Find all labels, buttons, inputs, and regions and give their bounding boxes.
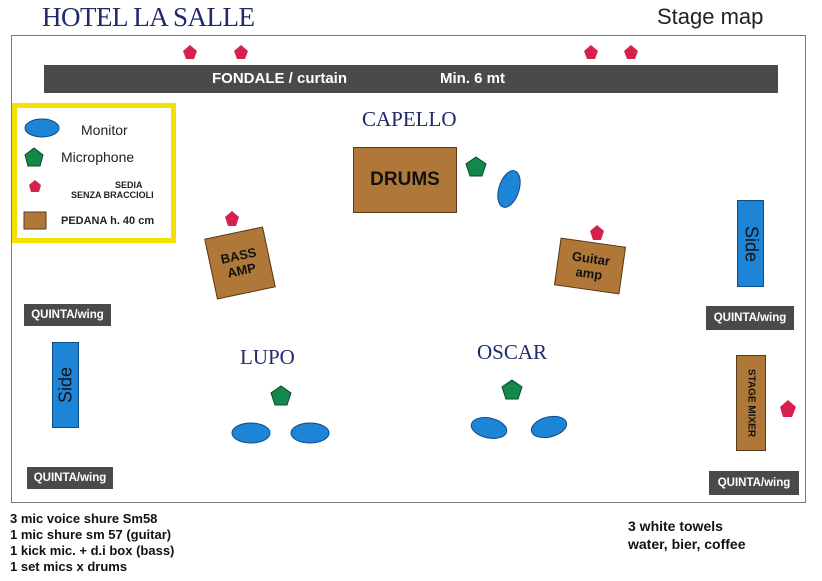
monitor-icon	[470, 417, 508, 439]
wing-right-upper: QUINTA/wing	[706, 306, 794, 330]
microphone-icon	[501, 379, 523, 400]
hotel-title: HOTEL LA SALLE	[42, 2, 255, 32]
equipment-notes: 3 mic voice shure Sm58 1 mic shure sm 57…	[10, 511, 174, 575]
side-right: Side	[737, 200, 764, 287]
legend-platform-icon	[23, 211, 47, 230]
chair-icon	[183, 45, 197, 59]
note-line: water, bier, coffee	[628, 536, 746, 552]
note-line: 1 set mics x drums	[10, 559, 128, 574]
legend-microphone-icon	[24, 147, 44, 167]
curtain-bar: FONDALE / curtain Min. 6 mt	[44, 65, 778, 93]
monitor-icon	[497, 170, 521, 208]
curtain-label: FONDALE / curtain	[212, 70, 348, 87]
chair-icon	[225, 211, 239, 226]
microphone-icon	[465, 156, 487, 177]
musician-oscar: OSCAR	[477, 340, 548, 364]
side-left: Side	[52, 342, 79, 428]
legend-chair-label-1: SEDIA	[115, 180, 143, 190]
monitor-icon	[290, 422, 330, 444]
legend-platform-label: PEDANA h. 40 cm	[61, 215, 155, 227]
musician-capello: CAPELLO	[362, 107, 457, 131]
note-line: 3 mic voice shure Sm58	[10, 511, 158, 526]
note-line: 3 white towels	[628, 518, 723, 534]
chair-icon	[584, 45, 598, 59]
stage-map-title: Stage map	[657, 4, 764, 29]
chair-icon	[590, 225, 604, 240]
monitor-icon	[530, 415, 568, 439]
legend-monitor-icon	[24, 118, 60, 138]
legend-chair-icon	[29, 180, 41, 192]
chair-icon	[780, 400, 796, 417]
legend-monitor-label: Monitor	[81, 122, 128, 138]
monitor-icon	[231, 422, 271, 444]
curtain-size: Min. 6 mt	[440, 70, 506, 87]
musician-lupo: LUPO	[240, 345, 295, 369]
drums-label: DRUMS	[370, 169, 440, 190]
legend-chair-label-2: SENZA BRACCIOLI	[71, 190, 154, 200]
note-line: 1 mic shure sm 57 (guitar)	[10, 527, 172, 542]
chair-icon	[624, 45, 638, 59]
drums-platform: DRUMS	[353, 147, 457, 213]
legend-microphone-label: Microphone	[61, 149, 135, 165]
stage-area	[11, 35, 806, 503]
wing-left-upper: QUINTA/wing	[24, 304, 111, 326]
hospitality-notes: 3 white towels water, bier, coffee	[628, 517, 746, 553]
stage-mixer: STAGE MIXER	[736, 355, 766, 451]
wing-right-lower: QUINTA/wing	[709, 471, 799, 495]
chair-icon	[234, 45, 248, 59]
wing-left-lower: QUINTA/wing	[27, 467, 113, 489]
note-line: 1 kick mic. + d.i box (bass)	[10, 543, 175, 558]
microphone-icon	[270, 385, 292, 406]
